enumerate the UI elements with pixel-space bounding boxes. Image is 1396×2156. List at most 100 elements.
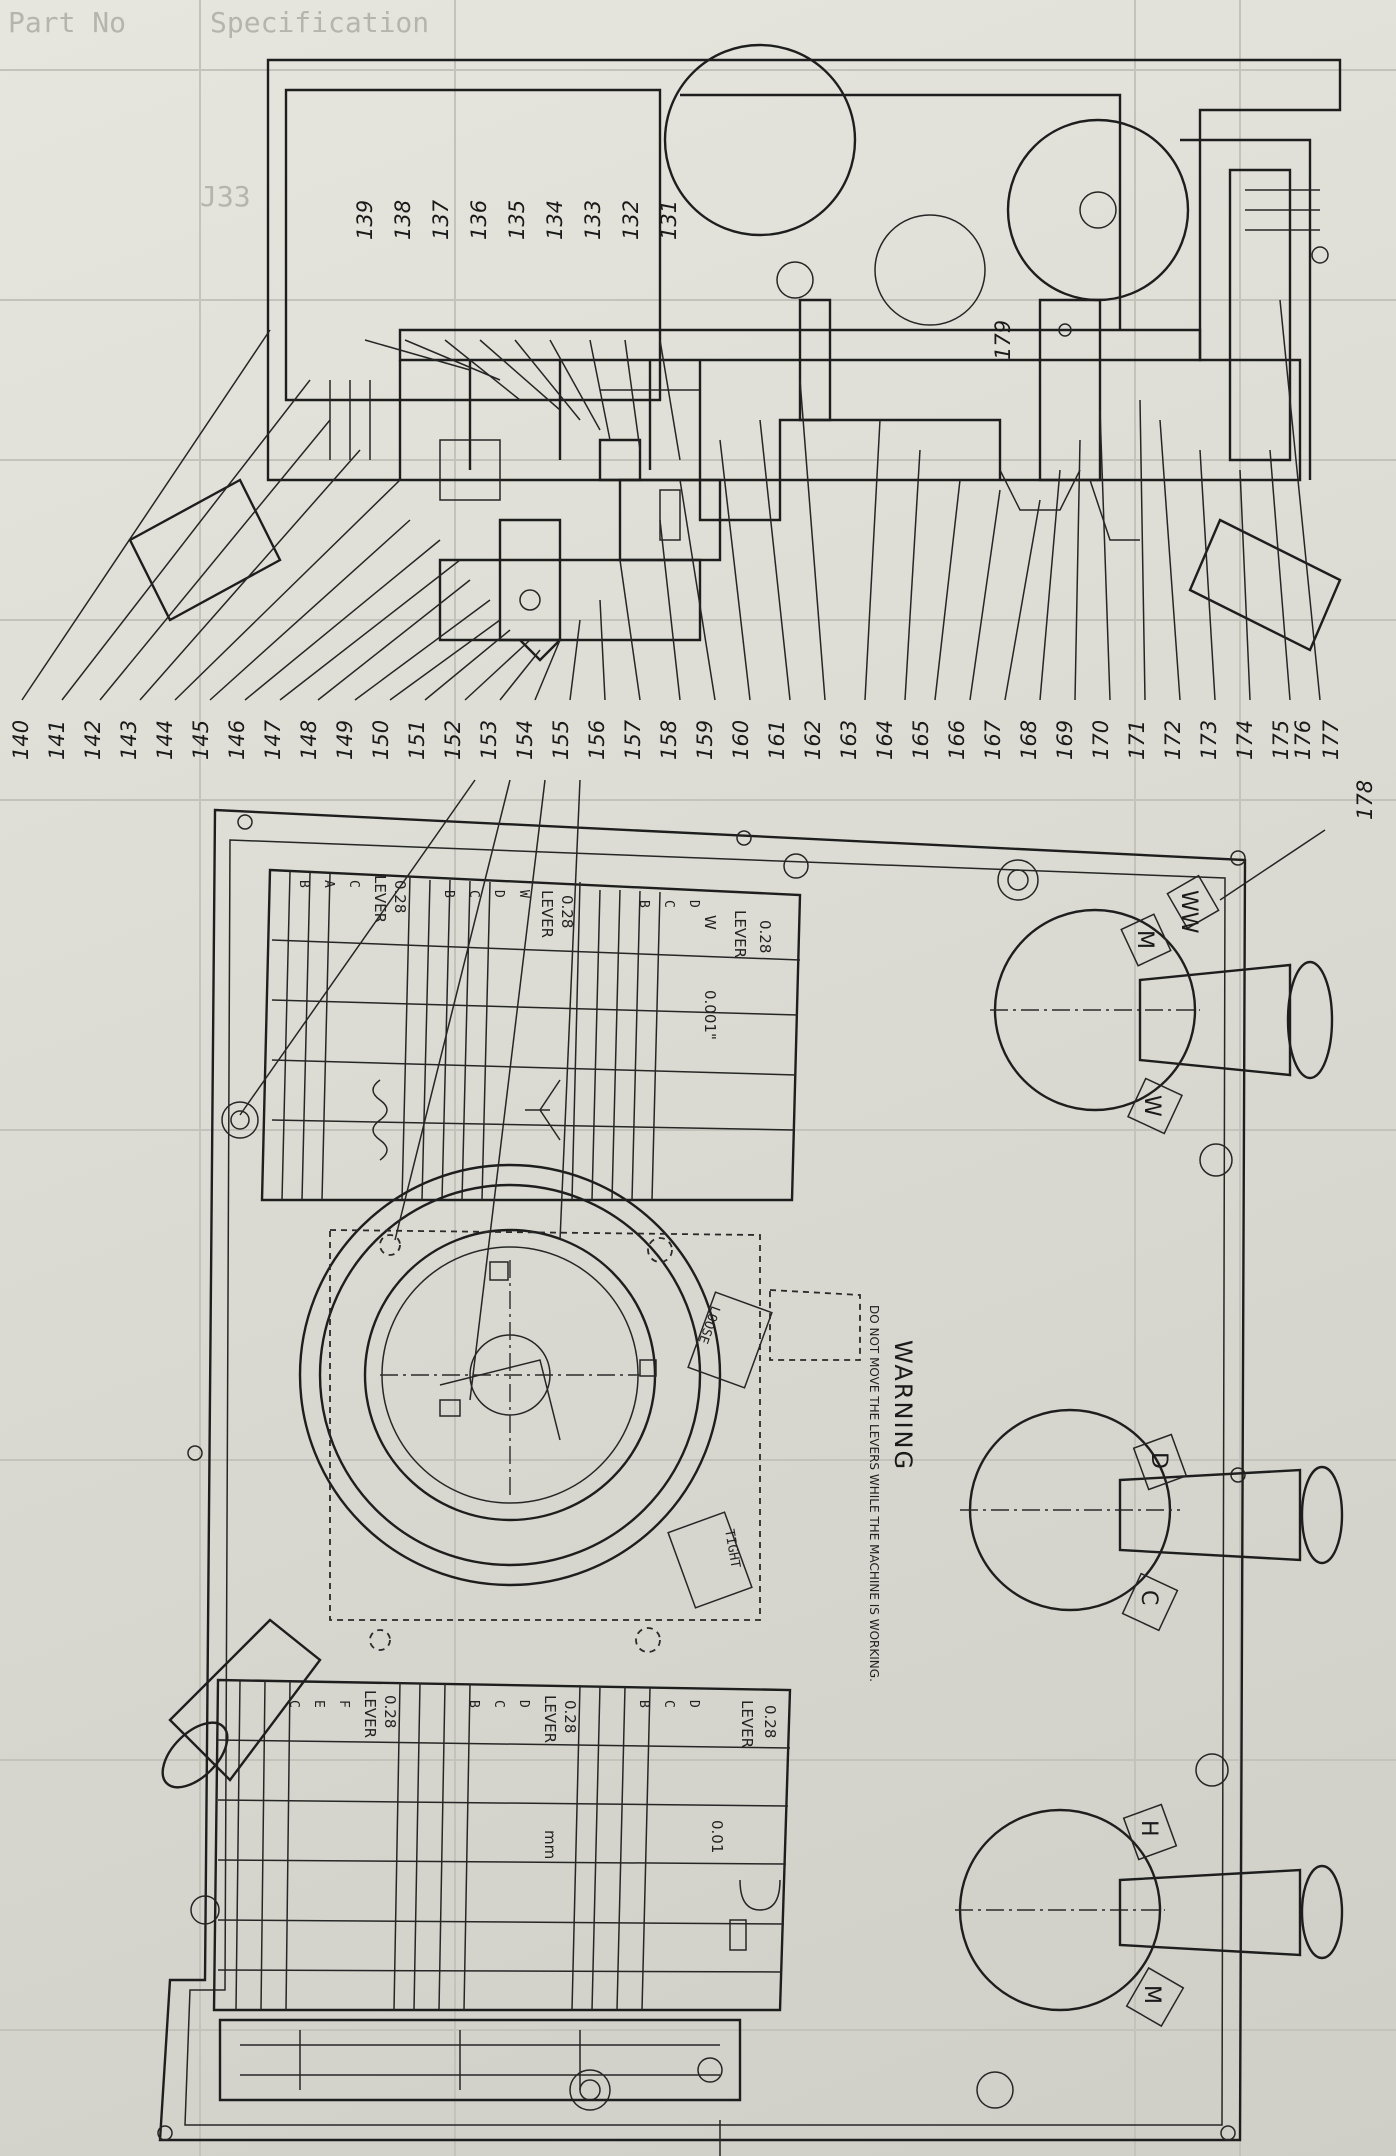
callout-144: 144: [153, 720, 177, 760]
callout-151: 151: [405, 720, 429, 760]
ghost-header-spec: Specification: [210, 6, 430, 39]
screw-icon: [579, 2079, 601, 2101]
table-lever-label: LEVER: [361, 1690, 379, 1738]
callout-139: 139: [353, 200, 377, 240]
knob3-label-h: H: [1136, 1820, 1161, 1837]
callout-169: 169: [1053, 720, 1077, 760]
knob-labels: WW M W D C H M: [1120, 874, 1220, 2028]
screw-icon: [569, 2069, 611, 2111]
table-unit-label: mm: [541, 1830, 559, 1859]
callout-155: 155: [549, 720, 573, 760]
callout-156: 156: [585, 720, 609, 760]
callout-140: 140: [9, 720, 33, 760]
table-row-label: E: [311, 1700, 326, 1708]
feed-table-top: 0.28 LEVER W 0.001" D C B 0.28 LEVER W D…: [260, 868, 802, 1202]
ghost-header-part-no: Part No: [8, 6, 127, 39]
table-row-label: B: [296, 880, 311, 888]
gearbox-section-view: [128, 43, 1342, 662]
callout-164: 164: [873, 720, 897, 760]
callouts-top-row: 139 138 137 136 135 134 133 132 131 179: [353, 199, 1015, 360]
callout-149: 149: [333, 720, 357, 760]
table-row-label: C: [661, 1700, 676, 1708]
callout-150: 150: [369, 720, 393, 760]
knob2-label-c: C: [1136, 1590, 1161, 1605]
table-row-label: B: [636, 900, 651, 908]
knob3-label-m: M: [1139, 1985, 1164, 2004]
callout-136: 136: [467, 200, 491, 240]
table-range-label: 0.28: [756, 920, 774, 953]
screw-icon: [976, 2071, 1014, 2109]
table-row-label: D: [516, 1700, 531, 1708]
center-dial: LOOSE TIGHT: [298, 1163, 773, 1653]
callout-135: 135: [505, 200, 529, 240]
thread-symbol-icon: [525, 1079, 561, 1141]
screw-icon: [187, 1445, 203, 1461]
screw-icon: [1220, 2125, 1236, 2141]
callout-166: 166: [945, 720, 969, 760]
screw-icon: [221, 1101, 259, 1139]
callout-148: 148: [297, 720, 321, 760]
table-row-label: F: [336, 1700, 351, 1708]
callout-142: 142: [81, 720, 105, 760]
table-lever-label: LEVER: [541, 1695, 559, 1743]
gear-lever-icon: [729, 1919, 747, 1951]
scale-bar: [218, 2018, 742, 2102]
callout-154: 154: [513, 720, 537, 760]
screw-icon: [697, 2057, 723, 2083]
callout-leader-lines: [21, 299, 1326, 901]
screw-icon: [783, 853, 809, 879]
callout-173: 173: [1197, 720, 1221, 760]
knob1-label-ww: WW: [1176, 890, 1201, 934]
table-row-label: D: [686, 1700, 701, 1708]
table-spec-label: 0.01: [708, 1820, 726, 1853]
ghost-cell: J33: [200, 180, 251, 213]
lever-knob-1[interactable]: [990, 908, 1334, 1112]
callout-176: 176: [1291, 720, 1315, 760]
callout-133: 133: [581, 200, 605, 240]
dial-label-loose: LOOSE: [695, 1304, 722, 1346]
table-row-label: C: [491, 1700, 506, 1708]
callout-159: 159: [693, 720, 717, 760]
table-row-label: A: [321, 880, 336, 888]
callout-145: 145: [189, 720, 213, 760]
table-lever-label: LEVER: [538, 890, 556, 938]
screw-icon: [1199, 1143, 1233, 1177]
callout-147: 147: [261, 719, 285, 760]
callout-175: 175: [1269, 720, 1293, 760]
table-row-label: C: [466, 890, 481, 898]
callout-163: 163: [837, 720, 861, 760]
screw-icon: [157, 2125, 173, 2141]
callout-157: 157: [621, 719, 645, 760]
callout-174: 174: [1233, 720, 1257, 760]
table-row-label: C: [661, 900, 676, 908]
knob1-label-m: M: [1132, 930, 1157, 949]
table-lever-label: LEVER: [731, 910, 749, 958]
screw-icon: [1195, 1753, 1229, 1787]
screw-icon: [190, 1895, 220, 1925]
callout-141: 141: [45, 720, 69, 760]
table-range-label: 0.28: [761, 1705, 779, 1738]
table-spec-label: 0.001": [701, 990, 719, 1040]
callout-178: 178: [1353, 780, 1377, 820]
table-range-label: 0.28: [391, 880, 409, 913]
table-lever-label: LEVER: [371, 875, 389, 923]
knob2-label-d: D: [1146, 1452, 1171, 1469]
feed-table-bottom: 0.28 LEVER 0.01 D C B 0.28 LEVER mm D C …: [212, 1678, 792, 2012]
lever-knob-2[interactable]: [960, 1408, 1344, 1612]
callout-167: 167: [981, 719, 1005, 760]
table-header-symbol: W: [701, 915, 719, 930]
table-row-label: B: [466, 1700, 481, 1708]
callout-161: 161: [765, 720, 789, 760]
lever-knob-3[interactable]: [955, 1808, 1344, 2012]
plate-leader-lines: [239, 779, 721, 2156]
callout-137: 137: [429, 199, 453, 240]
warning-title: WARNING: [889, 1340, 917, 1471]
screw-icon: [1007, 869, 1029, 891]
callout-134: 134: [543, 200, 567, 240]
callout-143: 143: [117, 720, 141, 760]
callout-138: 138: [391, 200, 415, 240]
screw-icon: [237, 814, 253, 830]
left-handle: [161, 1618, 322, 1789]
